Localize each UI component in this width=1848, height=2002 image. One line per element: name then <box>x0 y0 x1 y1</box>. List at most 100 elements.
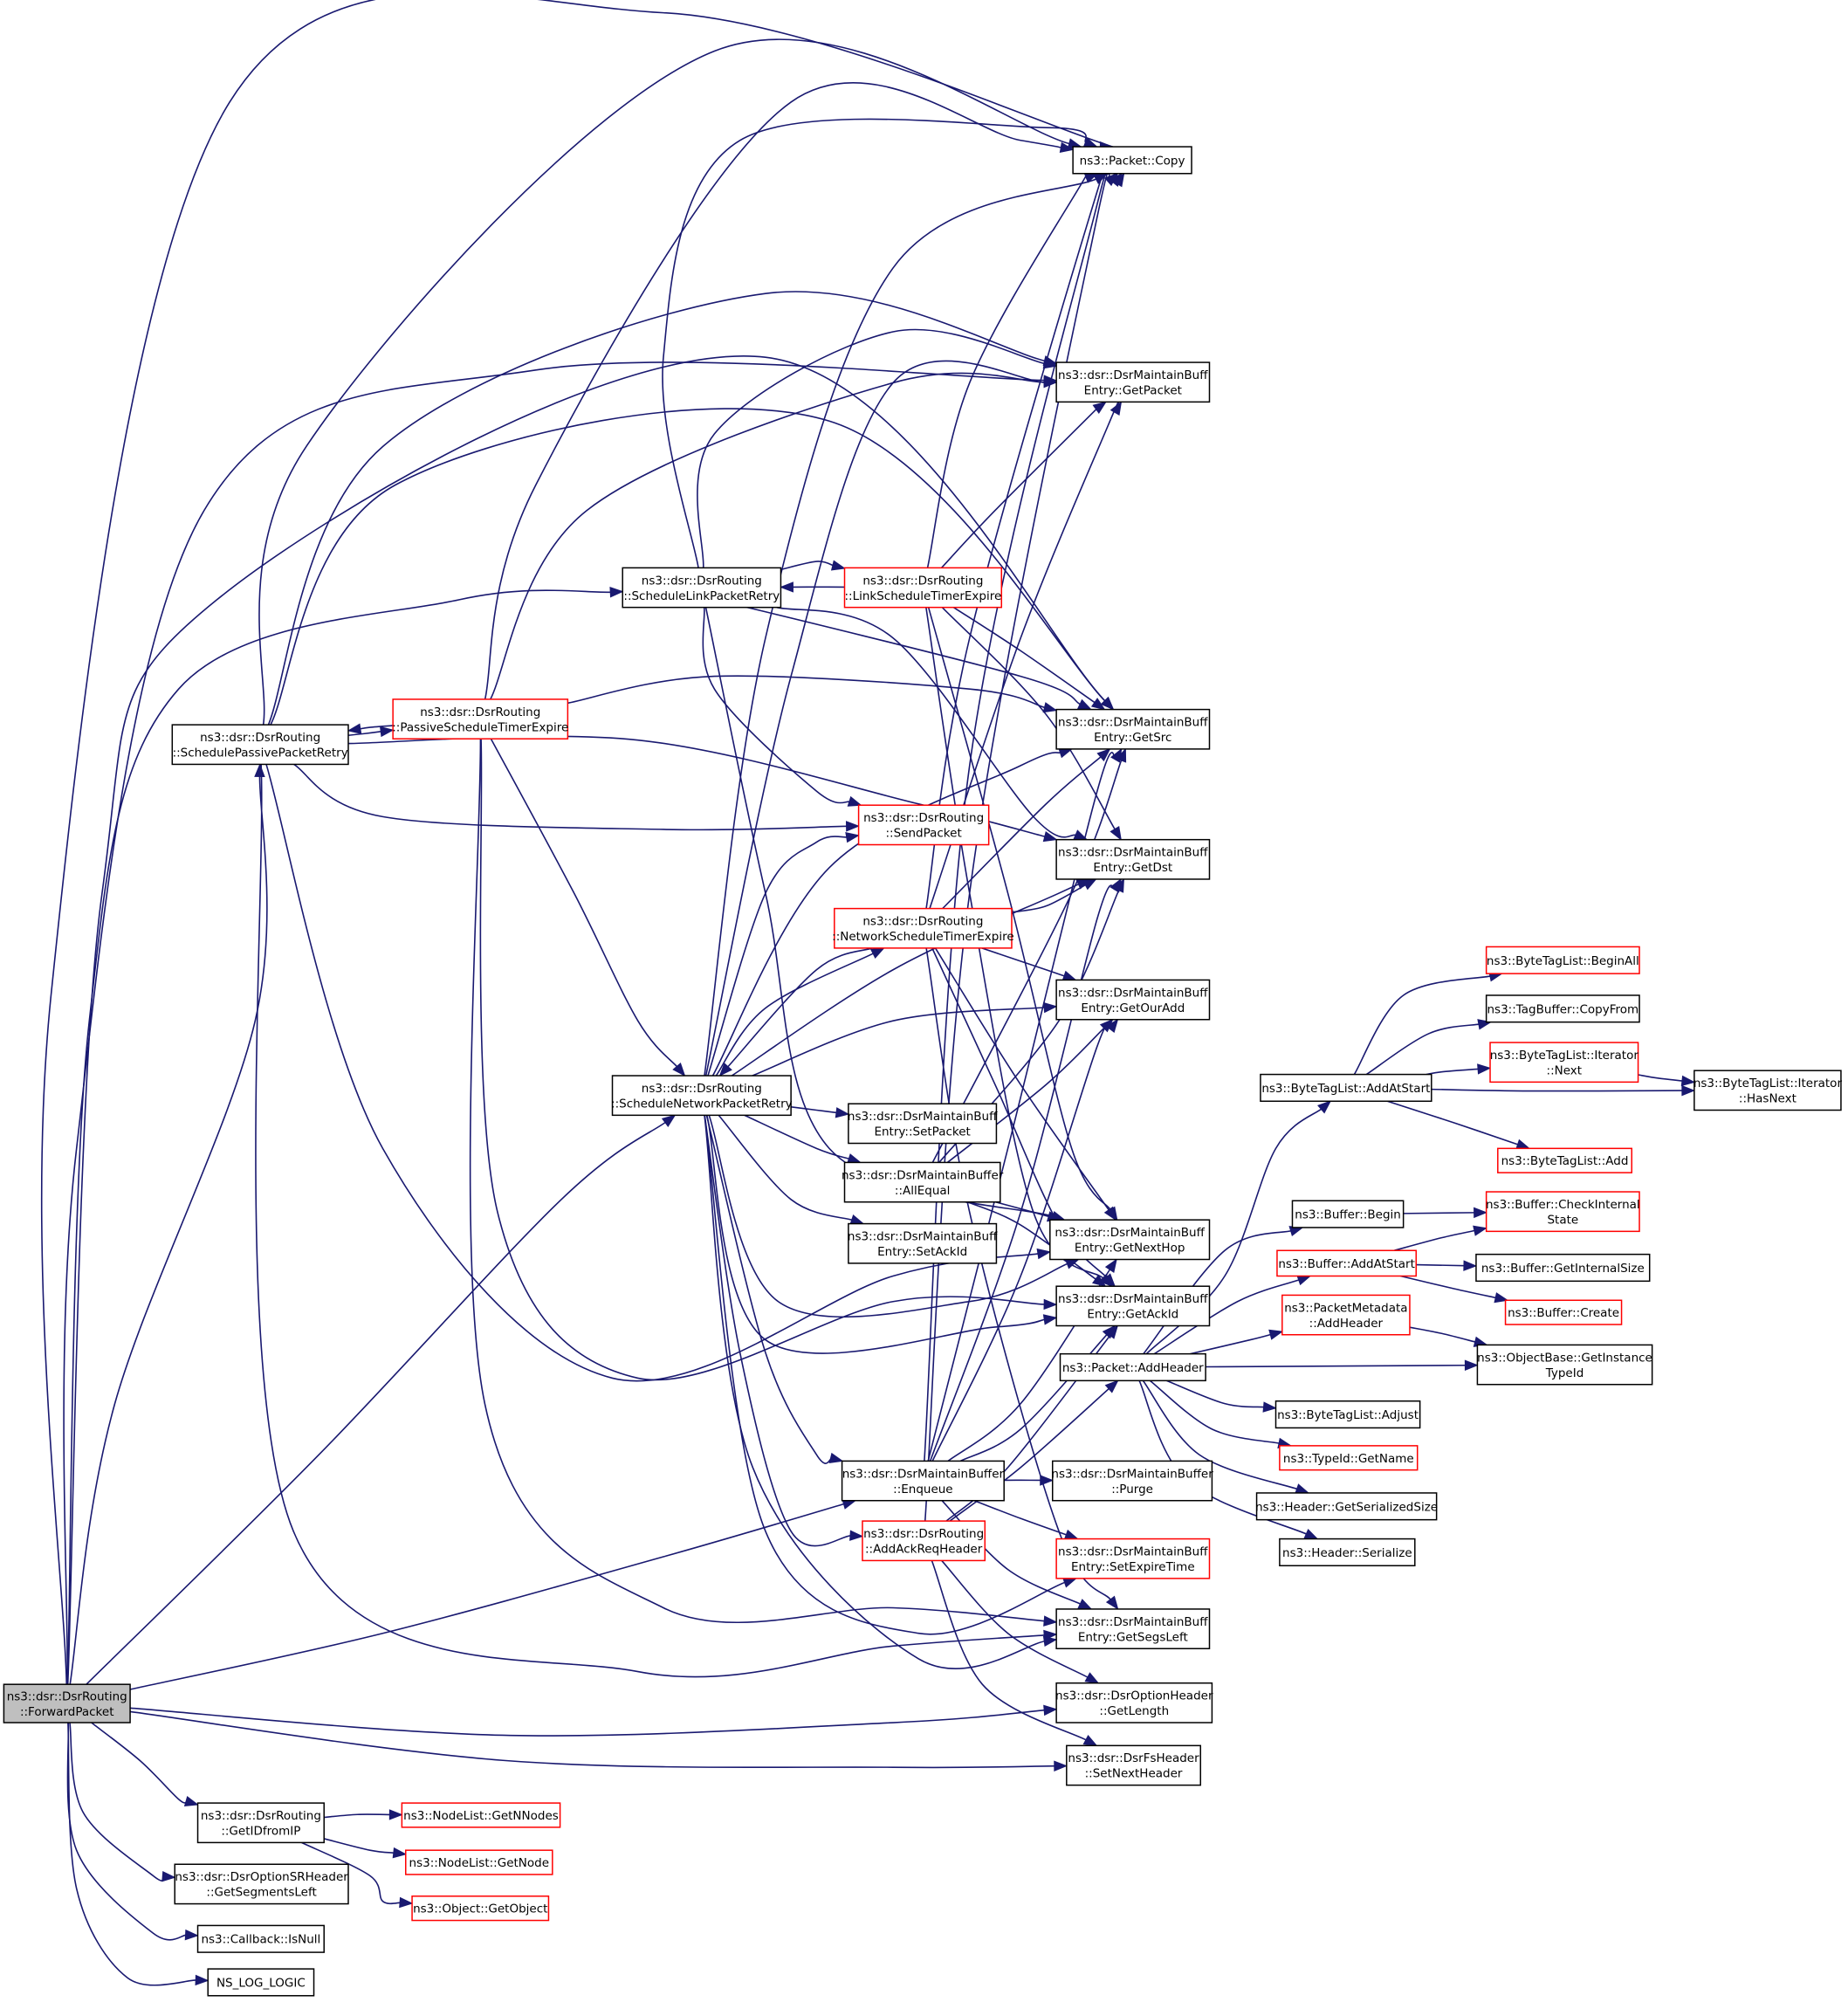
call-edge <box>324 1809 403 1820</box>
node-btadd[interactable]: ns3::ByteTagList::Add <box>1497 1147 1633 1173</box>
node-netexp[interactable]: ns3::dsr::DsrRouting::NetworkScheduleTim… <box>832 907 1014 949</box>
node-getpacket[interactable]: ns3::dsr::DsrMaintainBuffEntry::GetPacke… <box>1055 361 1211 403</box>
call-edge <box>959 1324 1116 1462</box>
node-addackreq[interactable]: ns3::dsr::DsrRouting::AddAckReqHeader <box>862 1520 986 1562</box>
node-isnull[interactable]: ns3::Callback::IsNull <box>196 1924 325 1953</box>
arrowhead-icon <box>1680 1075 1696 1087</box>
node-getnode[interactable]: ns3::NodeList::GetNode <box>405 1849 553 1875</box>
call-edge <box>1190 1329 1284 1355</box>
call-edge-line <box>927 607 1112 1212</box>
node-getnexthop[interactable]: ns3::dsr::DsrMaintainBuffEntry::GetNextH… <box>1049 1219 1211 1261</box>
call-edge <box>715 947 885 1077</box>
node-schedlink[interactable]: ns3::dsr::DsrRouting::ScheduleLinkPacket… <box>622 567 782 609</box>
node-getid[interactable]: ns3::dsr::DsrRouting::GetIDfromIP <box>196 1802 325 1844</box>
node-sendpkt[interactable]: ns3::dsr::DsrRouting::SendPacket <box>857 804 990 846</box>
node-srsegs[interactable]: ns3::dsr::DsrOptionSRHeader::GetSegments… <box>174 1863 349 1905</box>
node-label: ns3::Object::GetObject <box>413 1902 547 1916</box>
call-edge <box>705 1115 844 1464</box>
node-copy[interactable]: ns3::Packet::Copy <box>1072 146 1192 175</box>
call-edge-line <box>931 1560 1088 1742</box>
node-getouradd[interactable]: ns3::dsr::DsrMaintainBuffEntry::GetOurAd… <box>1055 979 1211 1021</box>
node-btithasnext[interactable]: ns3::ByteTagList::Iterator::HasNext <box>1693 1070 1843 1111</box>
node-addheader[interactable]: ns3::Packet::AddHeader <box>1059 1352 1206 1382</box>
call-edge <box>931 1560 1098 1746</box>
node-btadjust[interactable]: ns3::ByteTagList::Adjust <box>1274 1400 1421 1429</box>
node-bufbegin[interactable]: ns3::Buffer::Begin <box>1291 1200 1405 1228</box>
call-edge-line <box>324 1838 395 1854</box>
node-label: ns3::dsr::DsrMaintainBuff <box>848 1229 998 1243</box>
node-label: NS_LOG_LOGIC <box>216 1976 306 1990</box>
node-label: ::GetIDfromIP <box>221 1825 300 1839</box>
arrowhead-icon <box>1295 1483 1310 1495</box>
call-edge <box>704 171 1113 1077</box>
node-passexp[interactable]: ns3::dsr::DsrRouting::PassiveScheduleTim… <box>392 698 569 740</box>
node-box <box>174 1863 349 1905</box>
node-label: ns3::dsr::DsrRouting <box>862 574 983 588</box>
node-label: Entry::GetSegsLeft <box>1078 1630 1188 1644</box>
node-schedpass[interactable]: ns3::dsr::DsrRouting::SchedulePassivePac… <box>171 724 349 766</box>
node-schednet[interactable]: ns3::dsr::DsrRouting::ScheduleNetworkPac… <box>611 1075 793 1117</box>
node-enqueue[interactable]: ns3::dsr::DsrMaintainBuffer::Enqueue <box>841 1460 1005 1502</box>
node-pmaddheader[interactable]: ns3::PacketMetadata::AddHeader <box>1281 1294 1411 1336</box>
node-box <box>405 1849 553 1875</box>
node-label: ::ForwardPacket <box>20 1705 114 1719</box>
node-btitnext[interactable]: ns3::ByteTagList::Iterator::Next <box>1489 1042 1639 1084</box>
node-tbcopyfrom[interactable]: ns3::TagBuffer::CopyFrom <box>1485 994 1640 1023</box>
node-bufcreate[interactable]: ns3::Buffer::Create <box>1504 1299 1623 1325</box>
node-box <box>857 804 990 846</box>
call-edge-line <box>293 763 848 831</box>
arrowhead-icon <box>1494 1292 1509 1304</box>
node-getobject[interactable]: ns3::Object::GetObject <box>411 1895 550 1922</box>
node-hdrser[interactable]: ns3::Header::Serialize <box>1279 1538 1416 1567</box>
call-edge-line <box>484 82 1062 700</box>
node-typename[interactable]: ns3::TypeId::GetName <box>1279 1445 1419 1471</box>
call-edge-line <box>490 372 1046 700</box>
node-setexpire[interactable]: ns3::dsr::DsrMaintainBuffEntry::SetExpir… <box>1055 1538 1211 1579</box>
node-label: ns3::dsr::DsrRouting <box>863 1527 984 1541</box>
node-optlen[interactable]: ns3::dsr::DsrOptionHeader::GetLength <box>1055 1682 1213 1723</box>
node-box <box>1260 1073 1432 1103</box>
node-box <box>611 1075 792 1117</box>
node-label: ns3::ByteTagList::Iterator <box>1490 1049 1639 1063</box>
arrowhead-icon <box>1110 747 1123 763</box>
node-getnnodes[interactable]: ns3::NodeList::GetNNodes <box>401 1802 561 1828</box>
call-edge <box>1393 1225 1487 1252</box>
call-edge-line <box>708 1115 1069 1318</box>
node-bufintsize[interactable]: ns3::Buffer::GetInternalSize <box>1475 1253 1651 1283</box>
node-label: ns3::Header::Serialize <box>1282 1546 1412 1560</box>
node-label: Entry::GetSrc <box>1094 731 1171 745</box>
node-label: ns3::dsr::DsrMaintainBuff <box>1055 1226 1205 1240</box>
node-allequal[interactable]: ns3::dsr::DsrMaintainBuffer::AllEqual <box>842 1161 1004 1203</box>
node-nslog[interactable]: NS_LOG_LOGIC <box>207 1968 315 1997</box>
node-label: ::LinkScheduleTimerExpire <box>845 589 1002 603</box>
node-getsegs[interactable]: ns3::dsr::DsrMaintainBuffEntry::GetSegsL… <box>1055 1608 1211 1650</box>
node-forward[interactable]: ns3::dsr::DsrRouting::ForwardPacket <box>3 1683 131 1723</box>
call-edge <box>925 154 1118 909</box>
node-box <box>392 698 569 740</box>
node-btaddatstart[interactable]: ns3::ByteTagList::AddAtStart <box>1260 1073 1432 1103</box>
call-edge <box>270 408 1115 726</box>
node-purge[interactable]: ns3::dsr::DsrMaintainBuffer::Purge <box>1051 1460 1213 1502</box>
node-setpacket[interactable]: ns3::dsr::DsrMaintainBuffEntry::SetPacke… <box>848 1103 998 1145</box>
node-label: ::AllEqual <box>895 1184 951 1198</box>
call-edge-line <box>267 291 1047 726</box>
call-edge-line <box>931 1022 1112 1462</box>
node-label: ns3::dsr::DsrRouting <box>642 574 762 588</box>
call-edge <box>752 1001 1058 1077</box>
node-btbeginall[interactable]: ns3::ByteTagList::BeginAll <box>1485 946 1640 974</box>
node-bufaddat[interactable]: ns3::Buffer::AddAtStart <box>1276 1249 1418 1277</box>
call-edge-line <box>705 1115 833 1464</box>
arrowhead-icon <box>1105 1324 1119 1339</box>
call-edge <box>479 739 1058 1381</box>
node-box <box>1055 1285 1211 1327</box>
call-edge-line <box>752 1007 1046 1077</box>
node-hdrsize[interactable]: ns3::Header::GetSerializedSize <box>1255 1492 1438 1521</box>
node-fsnext[interactable]: ns3::dsr::DsrFsHeader::SetNextHeader <box>1066 1744 1202 1786</box>
node-linkexp[interactable]: ns3::dsr::DsrRouting::LinkScheduleTimerE… <box>843 567 1003 609</box>
